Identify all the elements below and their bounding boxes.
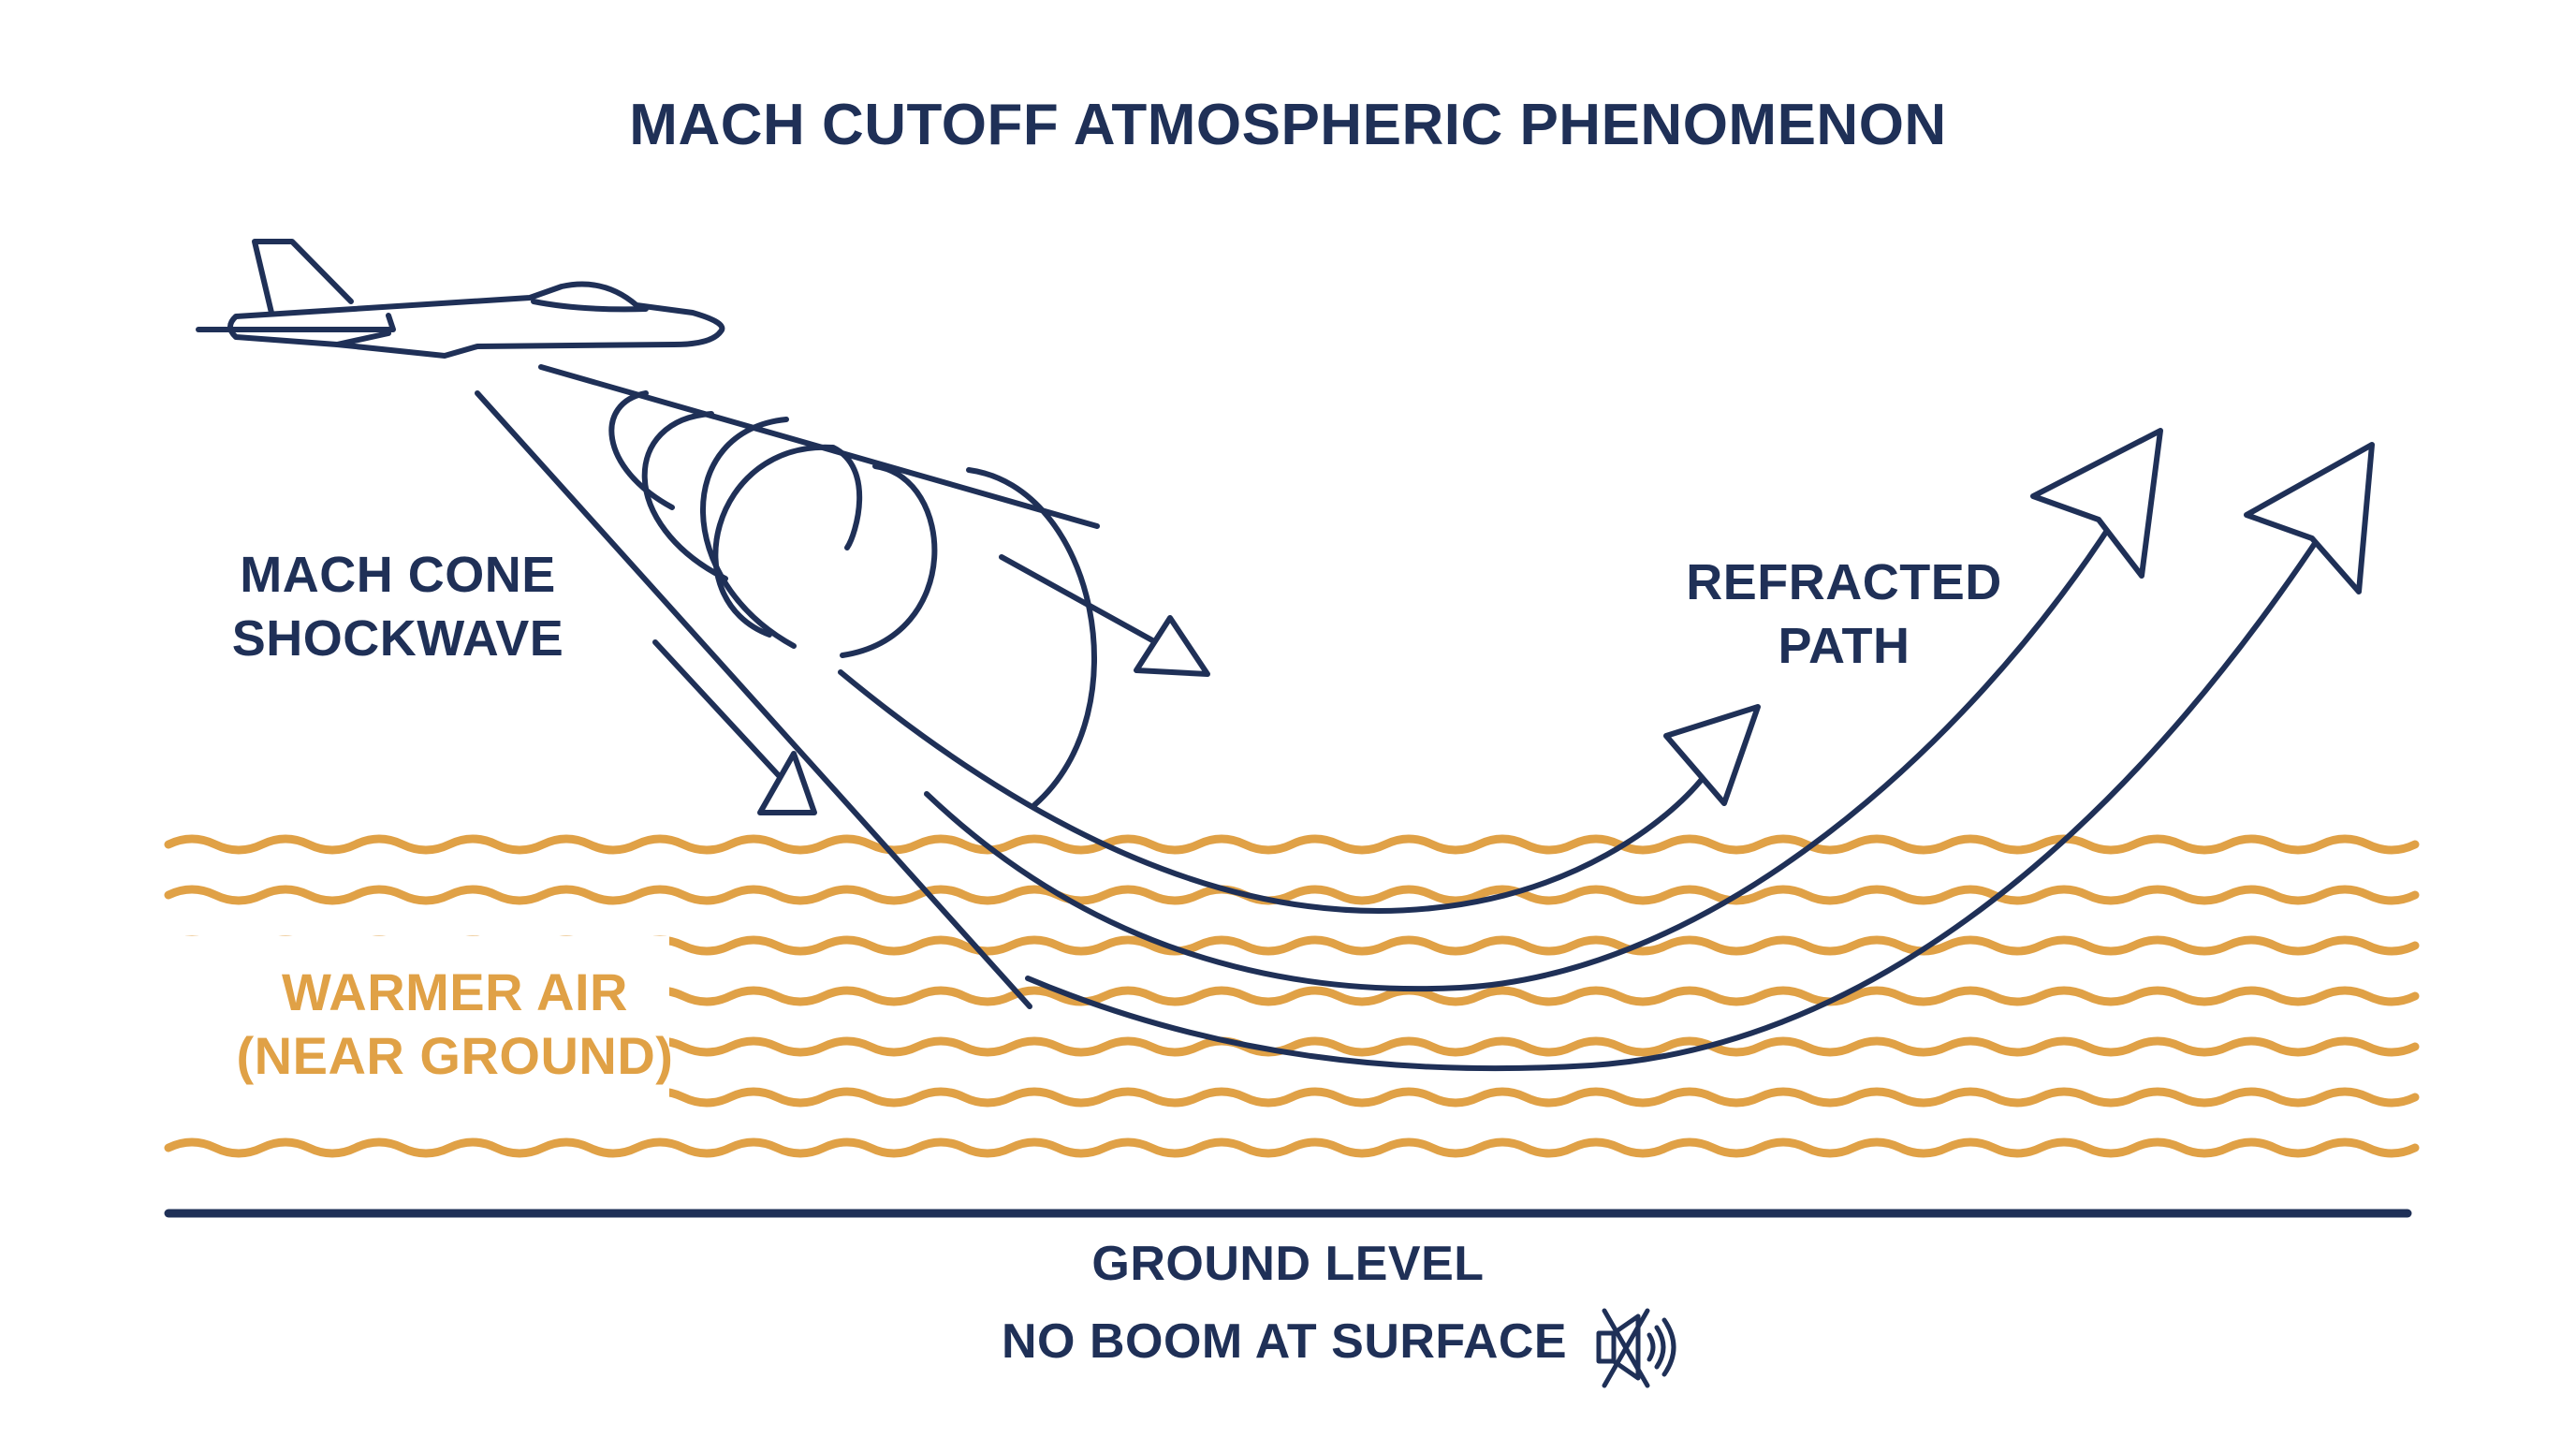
refracted-paths [838, 428, 2375, 1072]
warmer-air-label-line1: WARMER AIR [281, 962, 628, 1021]
diagram-title: MACH CUTOFF ATMOSPHERIC PHENOMENON [629, 93, 1947, 157]
muted-speaker-icon [1596, 1308, 1676, 1388]
refracted-label-line2: PATH [1778, 618, 1910, 674]
refracted-label-line1: REFRACTED [1686, 554, 2002, 610]
outward-arrowhead [1134, 615, 1210, 677]
ground-level-label: GROUND LEVEL [1091, 1237, 1485, 1291]
downward-arrowhead [757, 751, 817, 815]
mach-cone-label: MACH CONE SHOCKWAVE [197, 543, 599, 670]
refracted-arrowhead-medium [2030, 428, 2163, 579]
propagation-arrows [652, 554, 1210, 815]
mach-cone-label-line1: MACH CONE [240, 547, 556, 603]
refracted-arrowhead-large [2244, 442, 2375, 594]
jet-aircraft-icon [196, 239, 725, 359]
warmer-air-label-line2: (NEAR GROUND) [236, 1026, 674, 1085]
refracted-path-label: REFRACTED PATH [1647, 550, 2041, 678]
mach-cone-label-line2: SHOCKWAVE [231, 610, 564, 667]
warmer-air-label: WARMER AIR (NEAR GROUND) [221, 961, 689, 1088]
refracted-arrowhead-small [1663, 704, 1761, 806]
no-boom-label: NO BOOM AT SURFACE [1002, 1314, 1568, 1369]
mach-cone-shockwave [475, 364, 1100, 1009]
